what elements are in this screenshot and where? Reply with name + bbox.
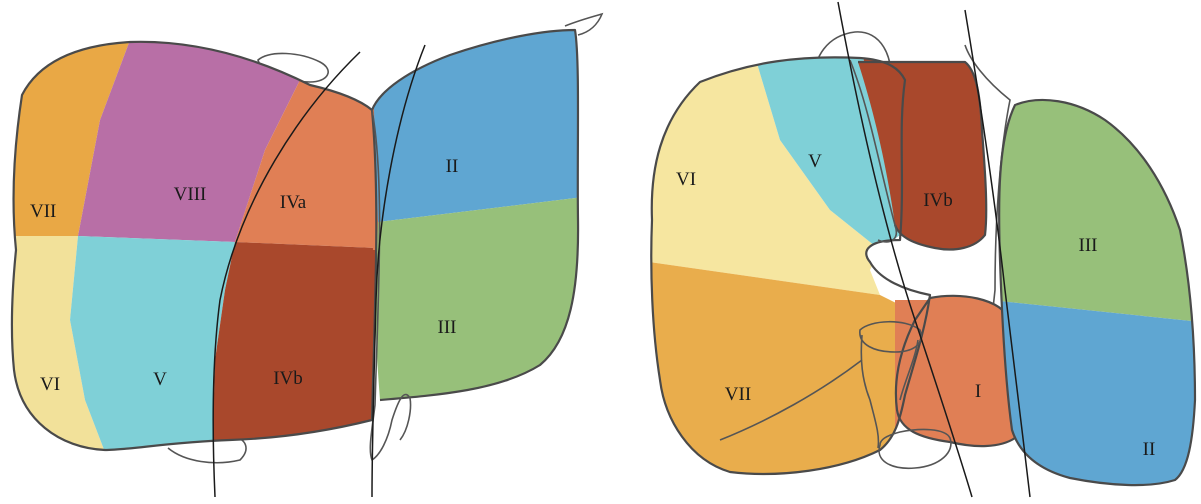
segment-ivb-region (212, 242, 376, 460)
label-segment-iii-anterior: III (438, 317, 457, 338)
segment-ii-region (370, 0, 600, 222)
inferior-view: VI V IVb VII I III II (600, 2, 1201, 500)
label-segment-vi-inferior: VI (676, 169, 696, 190)
label-segment-iva-anterior: IVa (280, 192, 307, 213)
label-segment-vii-inferior: VII (725, 384, 751, 405)
label-segment-v-anterior: V (153, 369, 167, 390)
label-segment-iii-inferior: III (1079, 235, 1098, 256)
anterior-view: VII VIII IVa II VI V IVb III (0, 0, 602, 497)
label-segment-vi-anterior: VI (40, 374, 60, 395)
label-segment-v-inferior: V (808, 151, 822, 172)
label-segment-ivb-inferior: IVb (923, 190, 953, 211)
label-segment-ivb-anterior: IVb (273, 368, 303, 389)
segment-ii-inferior-region (990, 300, 1201, 500)
label-segment-ii-anterior: II (446, 156, 459, 177)
label-segment-ii-inferior: II (1143, 439, 1156, 460)
label-segment-i-inferior: I (975, 381, 981, 402)
segment-iii-inferior-region (990, 90, 1201, 322)
label-segment-viii-anterior: VIII (174, 184, 207, 205)
label-segment-vii-anterior: VII (30, 201, 56, 222)
